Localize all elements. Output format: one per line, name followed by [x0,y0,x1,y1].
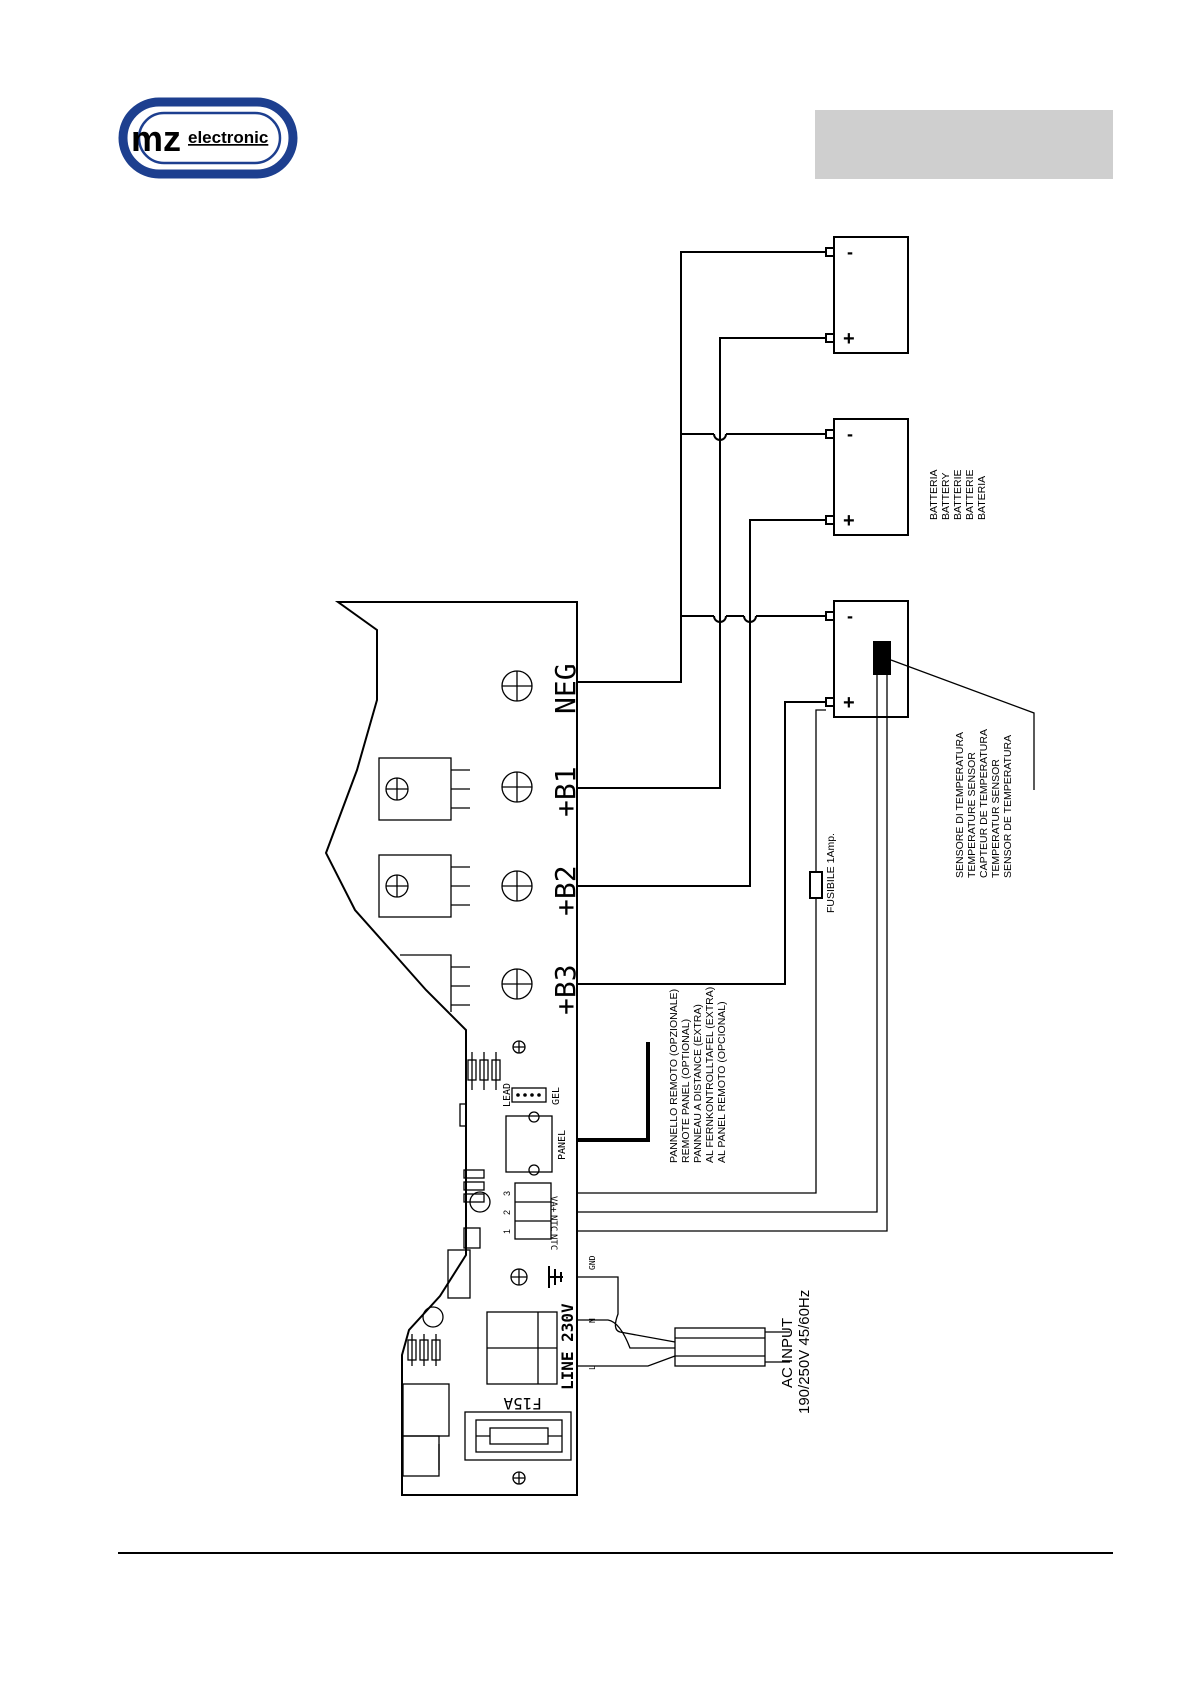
ac-input-label: AC INPUT 190/250V 45/60Hz [779,1290,813,1414]
remote-panel-label: PANNELLO REMOTO (OPZIONALE) REMOTE PANEL… [668,987,728,1163]
fuse-label: FUSIBILE 1Amp. [825,833,837,913]
battery-2-plus: + [843,510,855,532]
temperature-sensor-label: SENSORE DI TEMPERATURA TEMPERATURE SENSO… [954,729,1014,878]
pin-2-label: 2 [502,1210,512,1215]
battery-label: BATTERIA BATTERY BATTERIE BATTERIE BATER… [928,469,988,520]
earth-symbol [510,1266,563,1288]
pin-3-label: 3 [502,1191,512,1196]
svg-text:AL FERNKONTROLLTAFEL (EXTRA): AL FERNKONTROLLTAFEL (EXTRA) [704,987,716,1163]
mz-electronic-logo: mz electronic [118,97,298,179]
terminal-b2-label: +B2 [549,865,582,916]
va-label: VA+ [548,1196,558,1213]
svg-text:PANNEAU A DISTANCE (EXTRA): PANNEAU A DISTANCE (EXTRA) [692,1004,704,1163]
power-device-2 [378,854,470,918]
logo-electronic: electronic [188,128,268,147]
resistors-top [467,1052,501,1090]
terminal-b3-label: +B3 [549,964,582,1015]
gnd-label: GND [588,1255,597,1270]
lead-gel-jumper: LEAD GEL [502,1083,562,1107]
svg-text:AL PANEL REMOTO (OPCIONAL): AL PANEL REMOTO (OPCIONAL) [716,1001,728,1163]
ntc-2-label: NTC [548,1215,558,1231]
svg-text:190/250V 45/60Hz: 190/250V 45/60Hz [796,1290,813,1414]
svg-text:CAPTEUR DE TEMPERATURA: CAPTEUR DE TEMPERATURA [978,729,990,878]
fuse-holder: F15A [464,1394,572,1461]
l-label: L [588,1365,597,1370]
svg-text:REMOTE PANEL (OPTIONAL): REMOTE PANEL (OPTIONAL) [680,1019,692,1163]
power-device-1 [378,757,470,821]
fuse-rating-label: F15A [503,1394,542,1413]
battery-2: - + [825,418,909,536]
temperature-sensor-block [873,641,891,675]
svg-text:BATERIA: BATERIA [976,476,988,520]
battery-1-minus: - [847,242,853,262]
terminal-b1-label: +B1 [549,766,582,817]
svg-text:BATTERIE: BATTERIE [952,469,964,520]
svg-text:AC INPUT: AC INPUT [779,1318,796,1388]
battery-wiring [577,251,1035,1232]
line-230v-label: LINE 230V [558,1303,577,1390]
lead-label: LEAD [502,1083,513,1107]
power-device-3 [400,954,470,1012]
svg-text:BATTERIE: BATTERIE [964,469,976,520]
svg-text:BATTERY: BATTERY [940,473,952,520]
battery-3: - + [825,600,909,718]
panel-connector: PANEL [505,1111,568,1176]
terminal-neg: NEG [501,663,582,714]
logo-mz: mz [131,118,181,159]
svg-text:TEMPERATURE SENSOR: TEMPERATURE SENSOR [966,752,978,878]
battery-1-plus: + [843,328,855,350]
panel-label: PANEL [557,1130,568,1160]
battery-1: - + [825,236,909,354]
terminal-b2: +B2 [501,865,582,916]
resistors-bottom [407,1334,441,1366]
battery-3-plus: + [843,692,855,714]
terminal-neg-label: NEG [549,663,582,714]
charger-board: NEG +B1 +B2 +B3 [324,601,582,1496]
sensor-connector: 3 2 1 VA+ NTC NTC [502,1182,558,1250]
svg-text:TEMPERATUR SENSOR: TEMPERATUR SENSOR [990,759,1002,878]
remote-panel-cable [577,1042,650,1142]
svg-text:SENSORE DI TEMPERATURA: SENSORE DI TEMPERATURA [954,732,966,878]
header-box [815,110,1113,179]
svg-text:PANNELLO REMOTO (OPZIONALE): PANNELLO REMOTO (OPZIONALE) [668,989,680,1163]
mains-terminal-block: LINE 230V [486,1303,577,1390]
pin-1-label: 1 [502,1229,512,1234]
svg-text:BATTERIA: BATTERIA [928,469,940,520]
ac-input-wiring: GND N L [577,1255,790,1370]
battery-3-minus: - [847,606,853,626]
ntc-1-label: NTC [548,1234,558,1250]
terminal-b3: +B3 [501,964,582,1015]
gel-label: GEL [551,1087,562,1105]
svg-text:SENSOR DE TEMPERATURA: SENSOR DE TEMPERATURA [1002,735,1014,878]
battery-2-minus: - [847,424,853,444]
terminal-b1: +B1 [501,766,582,817]
